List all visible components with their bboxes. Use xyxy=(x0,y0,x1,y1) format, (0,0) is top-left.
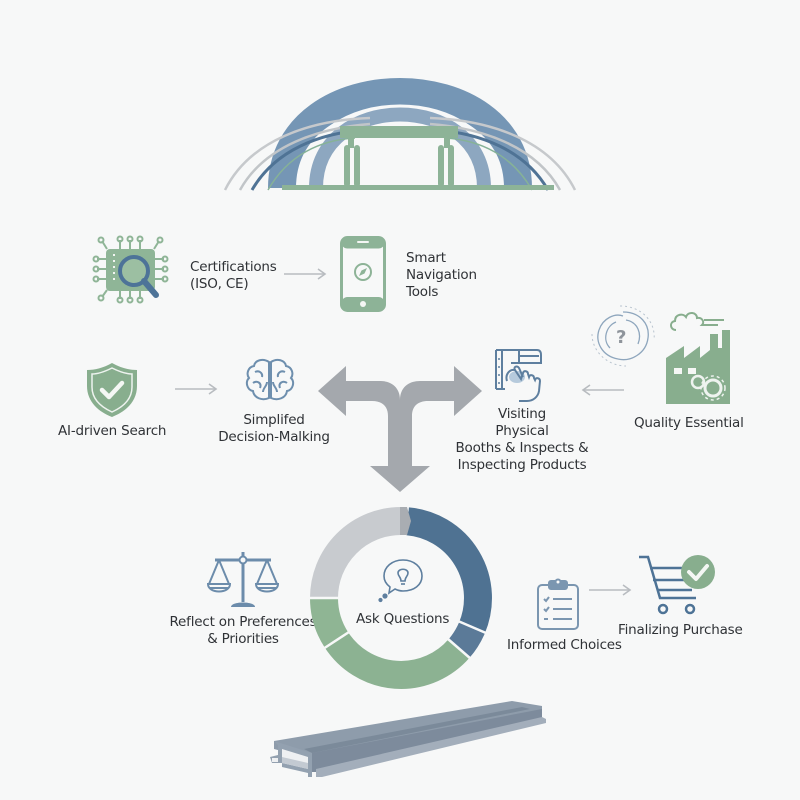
visiting-booths-label-line: Booths & Inspects & xyxy=(455,440,589,456)
smartphone-compass-icon xyxy=(340,236,386,312)
simplified-decision-label: Simplifed Decision-Malking xyxy=(212,412,336,446)
visiting-booths-label: Visiting Physical Booths & Inspects & In… xyxy=(452,406,592,474)
simplified-decision-label-line: Simplifed xyxy=(243,412,305,428)
certifications-label-line: Certifications xyxy=(190,259,277,275)
factory-gears-icon xyxy=(666,308,734,404)
simplified-decision-label-line: Decision-Malking xyxy=(218,429,330,445)
chip-magnifier-icon xyxy=(92,235,170,310)
three-way-arrow-icon xyxy=(318,366,482,492)
lightbulb-thought-icon xyxy=(378,558,424,603)
arch-gateway-icon xyxy=(220,20,580,195)
svg-text:?: ? xyxy=(616,327,626,348)
shield-check-icon xyxy=(85,362,139,418)
aluminum-profile-icon xyxy=(252,697,552,779)
finalizing-purchase-label: Finalizing Purchase xyxy=(618,622,743,638)
cycle-ring xyxy=(309,507,492,689)
arrow-right-icon xyxy=(175,383,219,395)
informed-choices-label: Informed Choices xyxy=(507,637,622,653)
reflect-label-line: Reflect on Preferences xyxy=(169,614,317,630)
brain-icon xyxy=(245,358,295,404)
ask-questions-label: Ask Questions xyxy=(356,611,450,627)
balance-scale-icon xyxy=(205,550,281,608)
arrow-left-icon xyxy=(580,384,626,396)
arrow-right-icon xyxy=(589,584,633,596)
question-swirl-icon: ? xyxy=(590,304,656,368)
smart-navigation-label-line: Navigation xyxy=(406,267,477,283)
cart-check-icon xyxy=(638,554,718,620)
visiting-booths-label-line: Inspecting Products xyxy=(457,457,587,473)
arrow-right-icon xyxy=(284,268,328,280)
ai-search-label: AI-driven Search xyxy=(58,423,167,439)
certifications-label-line: (ISO, CE) xyxy=(190,276,249,292)
quality-essential-label: Quality Essential xyxy=(634,415,744,431)
visiting-booths-label-line: Visiting xyxy=(497,406,547,422)
smart-navigation-label-line: Tools xyxy=(406,284,439,300)
certifications-label: Certifications (ISO, CE) xyxy=(190,259,277,293)
smart-navigation-label: Smart Navigation Tools xyxy=(406,250,477,301)
checklist-clipboard-icon xyxy=(536,578,580,631)
hand-touch-tablet-icon xyxy=(493,347,549,403)
smart-navigation-label-line: Smart xyxy=(406,250,446,266)
visiting-booths-label-line: Physical xyxy=(495,423,549,439)
reflect-label: Reflect on Preferences & Priorities xyxy=(168,614,318,648)
reflect-label-line: & Priorities xyxy=(207,631,279,647)
